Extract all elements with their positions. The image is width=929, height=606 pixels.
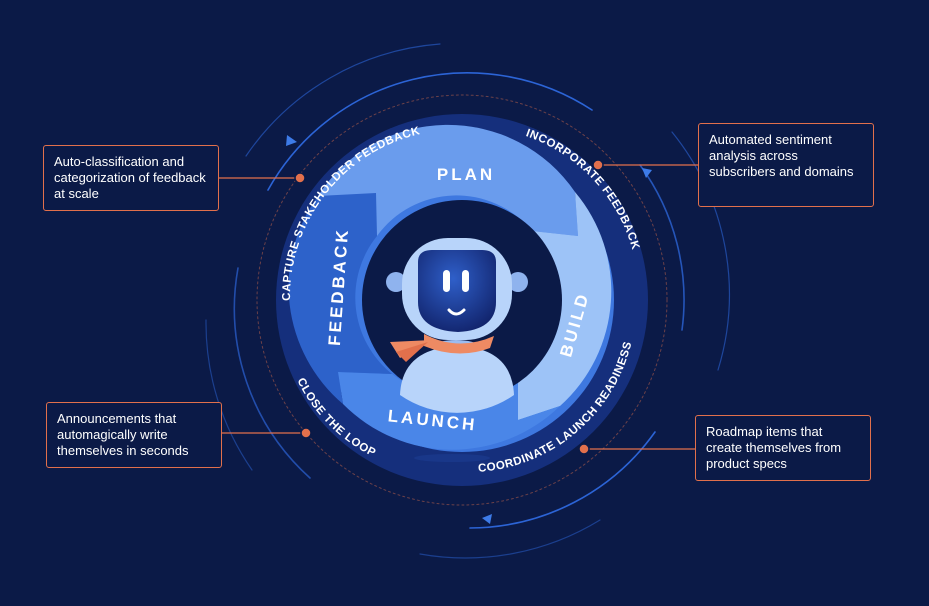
arrow-head-icon xyxy=(482,514,492,524)
orbit-arc-4 xyxy=(233,267,311,479)
segment-feedback xyxy=(288,193,392,404)
connector-dot-icon xyxy=(578,443,590,455)
orbit-arc-7 xyxy=(419,519,601,559)
connector-dot-icon xyxy=(294,172,306,184)
segment-plan xyxy=(318,124,578,236)
connector-dot-icon xyxy=(300,427,312,439)
arrow-head-icon xyxy=(286,135,297,146)
connector-dots xyxy=(294,159,604,455)
orbit-arcs xyxy=(205,43,730,559)
callout-bottom-left: Announcements that automagically write t… xyxy=(46,402,222,468)
orbit-arc-inner-dashed xyxy=(256,94,668,506)
callout-bottom-right: Roadmap items that create themselves fro… xyxy=(695,415,871,481)
orbit-arc-1 xyxy=(267,72,593,191)
connector-dot-icon xyxy=(592,159,604,171)
orbit-arc-5 xyxy=(245,43,441,157)
connectors xyxy=(219,164,698,450)
segment-label-plan: PLAN xyxy=(437,165,495,184)
robot-mascot-icon xyxy=(386,238,528,462)
orbit-arc-2 xyxy=(639,164,685,331)
orbit-arrows xyxy=(286,135,652,524)
callout-top-left: Auto-classification and categorization o… xyxy=(43,145,219,211)
callout-top-right: Automated sentiment analysis across subs… xyxy=(698,123,874,207)
orbit-arc-6 xyxy=(671,131,730,371)
segment-build xyxy=(518,192,612,420)
orbit-arc-3 xyxy=(469,431,656,529)
arrow-head-icon xyxy=(642,168,652,178)
orbit-arc-8 xyxy=(205,319,253,471)
